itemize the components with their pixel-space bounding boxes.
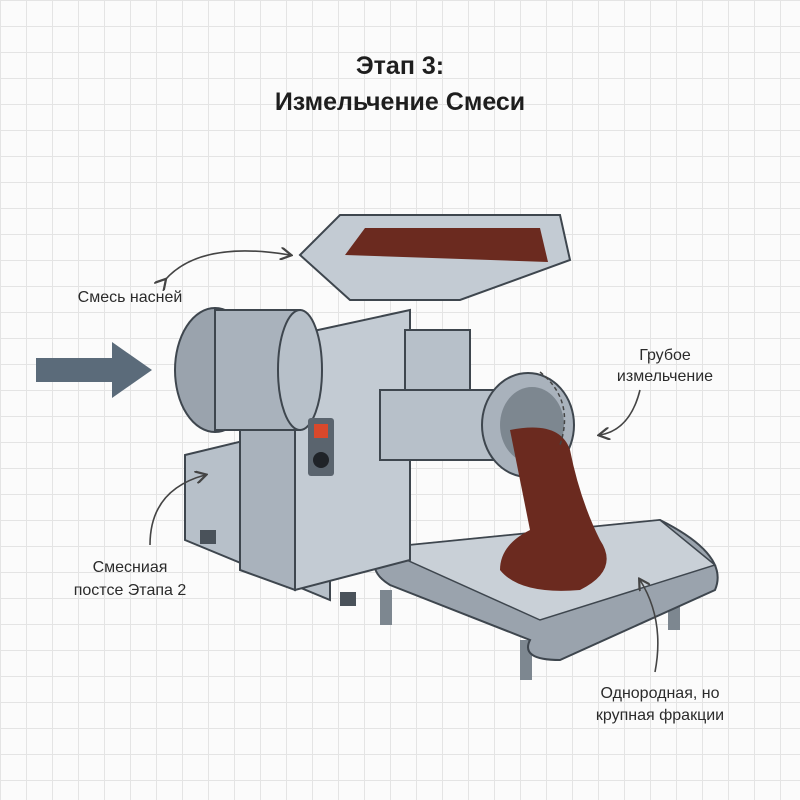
title-line-1: Этап 3: xyxy=(355,52,445,80)
curved-arrow-icon xyxy=(640,580,659,673)
curved-arrow-icon xyxy=(600,389,641,435)
curved-arrow-icon xyxy=(165,251,290,280)
label-result-2: крупная фракции xyxy=(595,707,725,724)
label-mix-after-stage-1: Смесниая xyxy=(92,559,168,576)
label-result-1: Однородная, но xyxy=(600,685,720,702)
label-input-mix: Смесь насней xyxy=(77,289,183,306)
ground-meat xyxy=(500,427,607,591)
label-coarse-grind-2: измельчение xyxy=(616,368,714,385)
grinder-body xyxy=(174,307,411,606)
power-switch-icon xyxy=(314,424,328,438)
label-mix-after-stage-2: постсе Этапа 2 xyxy=(73,582,187,599)
title-line-2: Измельчение Смеси xyxy=(274,88,526,116)
input-arrow-icon xyxy=(36,342,152,398)
curved-arrow-icon xyxy=(149,475,205,546)
label-coarse-grind-1: Грубое xyxy=(639,347,691,364)
